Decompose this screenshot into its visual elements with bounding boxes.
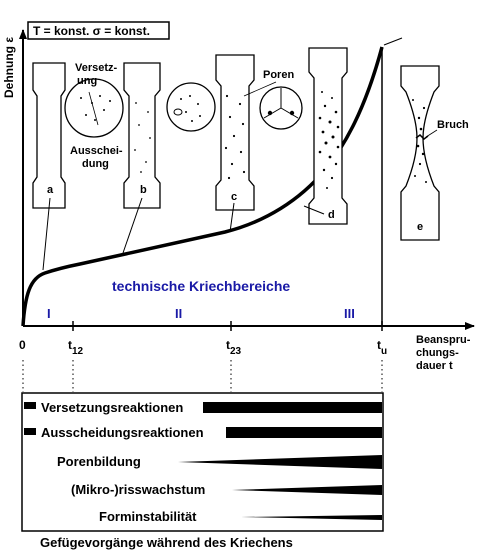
specimen-label-b: b — [140, 184, 147, 196]
process-wedge-poren — [178, 455, 382, 469]
zoom-circle-b — [166, 82, 216, 132]
callout-versetzung-1: Versetz- — [75, 62, 118, 74]
conditions-box — [27, 21, 170, 40]
specimen-label-d: d — [328, 209, 335, 221]
process-label-forminstabilitaet: Forminstabilität — [99, 509, 197, 524]
process-label-versetzung: Versetzungsreaktionen — [41, 400, 183, 415]
conditions-label: T = konst. σ = konst. — [33, 24, 150, 38]
callout-ausscheidung-2: dung — [82, 158, 109, 170]
zoom-circle-c — [259, 86, 303, 130]
process-label-ausscheidung: Ausscheidungsreaktionen — [41, 425, 204, 440]
specimen-label-e: e — [417, 221, 423, 233]
process-wedge-riss — [232, 485, 382, 495]
guide-lines — [22, 360, 383, 392]
poren-leader — [243, 81, 277, 97]
tick-label-origin: 0 — [19, 338, 26, 352]
specimen-b: b — [122, 62, 161, 254]
process-label-riss: (Mikro-)risswachstum — [71, 482, 205, 497]
x-axis-label-line-3: dauer t — [416, 360, 453, 372]
region-label-III: III — [344, 306, 355, 321]
caption: Gefügevorgänge während des Kriechens — [40, 535, 293, 550]
x-axis-label-line-1: Beanspru- — [416, 334, 471, 346]
specimen-d: d — [303, 47, 348, 225]
specimen-label-c: c — [231, 191, 237, 203]
tick-label-tu: tu — [377, 338, 387, 357]
creep-curve — [21, 46, 384, 327]
tick-label-t23: t23 — [226, 338, 242, 357]
bruch-leader — [425, 129, 438, 138]
specimen-label-a: a — [47, 184, 54, 196]
callout-ausscheidung-1: Ausschei- — [70, 145, 123, 157]
process-bar-ausscheidung — [24, 427, 382, 438]
x-axis-label-line-2: chungs- — [416, 347, 459, 359]
specimen-e: e — [383, 37, 440, 241]
callout-bruch: Bruch — [437, 119, 469, 131]
region-title: technische Kriechbereiche — [112, 278, 290, 294]
y-axis-label: Dehnung ε — [2, 37, 16, 98]
region-label-II: II — [175, 306, 182, 321]
process-label-poren: Porenbildung — [57, 454, 141, 469]
callout-poren: Poren — [263, 69, 294, 81]
region-label-I: I — [47, 306, 51, 321]
zoom-circle-a — [64, 78, 124, 138]
callout-versetzung-2: ung — [77, 75, 97, 87]
specimen-c: c — [215, 54, 255, 233]
specimen-a: a — [32, 62, 66, 271]
process-bar-versetzung — [24, 402, 382, 413]
tick-label-t12: t12 — [68, 338, 84, 357]
process-wedge-forminstabilitaet — [241, 515, 382, 520]
